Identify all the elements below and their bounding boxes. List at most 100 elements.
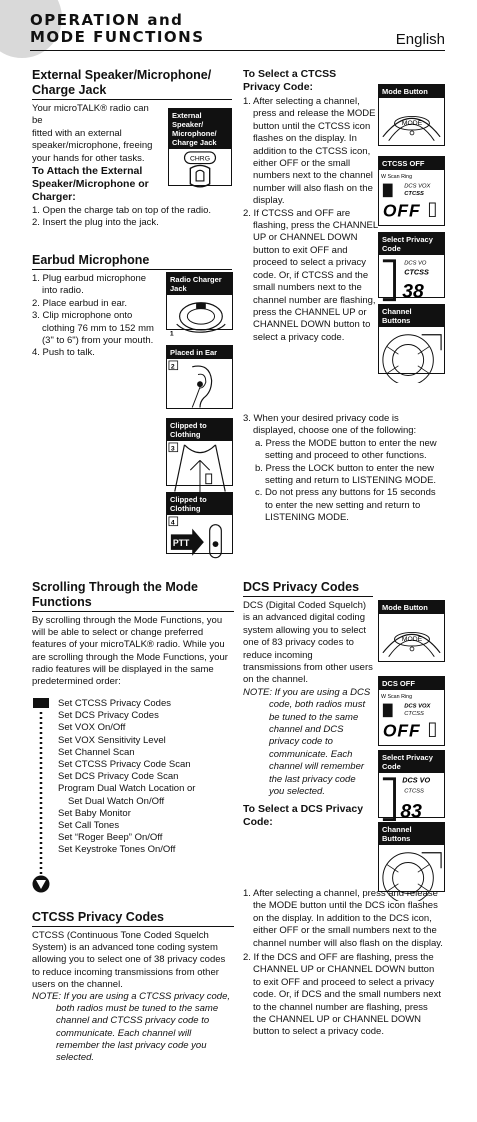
figure-number: 2 [171, 364, 175, 371]
header-rule [30, 50, 445, 51]
list-item: Set CTCSS Privacy Codes [58, 698, 171, 709]
lcd-dcs-vox: DCS VO [404, 261, 427, 267]
mode-sequence-arrow [32, 698, 50, 893]
radio-charger-jack-figure: Radio Charger Jack 1 [166, 272, 233, 338]
ext-heading-1: External Speaker/Microphone/ [32, 68, 212, 82]
ctcss-option-b: b. Press the LOCK button to enter the ne… [255, 462, 437, 487]
ctcss-codes-note: NOTE: If you are using a CTCSS privacy c… [32, 991, 230, 1064]
list-item: Set Dual Watch On/Off [68, 795, 165, 807]
ctcss-option-a: a. Press the MODE button to enter the ne… [255, 437, 437, 462]
list-item: Set DCS Privacy Codes [58, 710, 159, 722]
figure-caption: Clipped to Clothing [167, 419, 232, 441]
lcd-big-number: 38 [402, 281, 424, 303]
figure-number: 1 [170, 331, 174, 338]
scrolling-heading-2: Functions [32, 595, 234, 612]
figure-caption: Mode Button [379, 85, 444, 98]
lcd-off-display: W Scan Ring DCS VOX CTCSS OFF [381, 174, 436, 221]
list-item: Set Call Tones [58, 820, 120, 832]
charge-jack-icon: CHRG [183, 151, 217, 188]
ear-illustration: 2 [168, 360, 213, 408]
earbud-step: 3. Clip microphone onto clothing 76 mm t… [32, 310, 154, 347]
dcs-step-1: 1. After selecting a channel, press and … [243, 888, 443, 949]
attach-step: 2. Insert the plug into the jack. [32, 217, 159, 229]
chrg-label: CHRG [190, 156, 210, 163]
figure-caption: Select Privacy Code [379, 233, 444, 255]
mode-button-illustration: MODE [382, 115, 441, 141]
earbud-step: 2. Place earbud in ear. [32, 297, 128, 309]
earbud-step: 4. Push to talk. [32, 347, 95, 359]
language-label: English [395, 31, 445, 48]
ctcss-step-3: 3. When your desired privacy code is dis… [243, 413, 417, 437]
dcs-select-heading: To Select a DCS Privacy Code: [243, 802, 364, 828]
mode-button-illustration: MODE [382, 631, 441, 657]
ctcss-select-heading: To Select a CTCSS Privacy Code: [243, 68, 337, 93]
dcs-select-code-figure: Select Privacy Code DCS VO CTCSS 83 [378, 750, 445, 823]
lcd-ctcss: CTCSS [404, 191, 424, 197]
scrolling-heading: Scrolling Through the Mode Functions [32, 580, 234, 612]
ext-heading-2: Charge Jack [32, 83, 232, 100]
lcd-ctcss: CTCSS [404, 267, 429, 276]
channel-buttons-illustration [382, 852, 442, 902]
ext-body-line: speaker/microphone, freeing [32, 140, 153, 152]
channel-buttons-illustration [382, 334, 442, 384]
ctcss-select-code-figure: Select Privacy Code DCS VO CTCSS 38 [378, 232, 445, 303]
lcd-code-display: DCS VO CTCSS 83 [382, 776, 430, 823]
attach-subhead: To Attach the External [32, 165, 143, 178]
ext-speaker-body: Your microTALK® radio can be fitted with… [32, 103, 162, 204]
ctcss-option-c: c. Do not press any buttons for 15 secon… [255, 487, 436, 524]
ctcss-select-section-cont: 3. When your desired privacy code is dis… [243, 413, 443, 525]
title-line-1: OPERATION and [30, 11, 184, 29]
scrolling-section: Scrolling Through the Mode Functions By … [32, 580, 234, 688]
figure-caption: Mode Button [379, 601, 444, 614]
list-item: Set “Roger Beep” On/Off [58, 832, 163, 844]
lcd-ctcss: CTCSS [404, 711, 424, 717]
list-item: Set CTCSS Privacy Code Scan [58, 759, 191, 771]
earbud-heading: Earbud Microphone [32, 253, 232, 270]
lcd-big-text: OFF [383, 201, 421, 221]
figure-caption: CTCSS OFF [379, 157, 444, 170]
dcs-codes-note: NOTE: If you are using a DCS code, both … [243, 686, 371, 798]
ctcss-codes-body: CTCSS (Continuous Tone Coded Squelch Sys… [32, 930, 226, 990]
ctcss-step-2: 2. If CTCSS and OFF are flashing, press … [243, 207, 378, 343]
dcs-codes-heading: DCS Privacy Codes [243, 580, 373, 597]
dcs-codes-section: DCS Privacy Codes DCS (Digital Coded Squ… [243, 580, 373, 829]
lcd-dcs-vox: DCS VOX [404, 183, 431, 189]
figure-caption: Radio Charger Jack [167, 273, 232, 295]
figure-caption: Placed in Ear [167, 346, 232, 359]
list-item: Program Dual Watch Location or [58, 783, 196, 795]
earbud-step: 1. Plug earbud microphone into radio. [32, 273, 147, 297]
scrolling-body: By scrolling through the Mode Functions,… [32, 615, 228, 688]
list-item: Set Baby Monitor [58, 807, 131, 819]
figure-caption: External Speaker/ Microphone/ Charge Jac… [169, 109, 231, 149]
figure-caption: Channel Buttons [379, 305, 444, 327]
earbud-plug-illustration: 1 [170, 302, 226, 338]
ctcss-off-display-figure: CTCSS OFF W Scan Ring DCS VOX CTCSS OFF [378, 156, 445, 226]
shirt-collar-illustration: 3 [168, 442, 226, 494]
figure-caption: Channel Buttons [379, 823, 444, 845]
page-title: OPERATION and MODE FUNCTIONS [30, 12, 205, 46]
lcd-off-display: W Scan Ring DCS VOX CTCSS OFF [381, 694, 436, 741]
ctcss-channel-buttons-figure: Channel Buttons [378, 304, 445, 384]
scrolling-heading-1: Scrolling Through the Mode [32, 580, 198, 594]
lcd-dcs-vox: DCS VOX [404, 703, 431, 709]
earbud-section: Earbud Microphone 1. Plug earbud microph… [32, 253, 232, 360]
figure-number: 4 [171, 520, 175, 527]
list-item: Set VOX On/Off [58, 722, 126, 734]
dcs-codes-body: DCS (Digital Coded Squelch) is an advanc… [243, 600, 373, 686]
ctcss-mode-button-figure: Mode Button MODE [378, 84, 445, 146]
list-item: Set Keystroke Tones On/Off [58, 844, 176, 856]
charge-jack-figure: External Speaker/ Microphone/ Charge Jac… [168, 108, 232, 188]
list-item: Set Channel Scan [58, 746, 135, 758]
mode-label: MODE [402, 636, 423, 643]
attach-step: 1. Open the charge tab on top of the rad… [32, 205, 212, 217]
lcd-top-text: W Scan Ring [381, 694, 412, 700]
mode-function-list: Set CTCSS Privacy Codes Set DCS Privacy … [58, 698, 236, 857]
ctcss-codes-section: CTCSS Privacy Codes CTCSS (Continuous To… [32, 910, 234, 1064]
ctcss-select-section: To Select a CTCSS Privacy Code: 1. After… [243, 68, 378, 344]
figure-number: 3 [171, 446, 175, 453]
title-line-2: MODE FUNCTIONS [30, 28, 205, 46]
lcd-code-display: DCS VO CTCSS 38 [382, 259, 429, 303]
figure-caption: DCS OFF [379, 677, 444, 690]
placed-in-ear-figure: Placed in Ear 2 [166, 345, 233, 409]
list-item: Set DCS Privacy Code Scan [58, 771, 179, 783]
